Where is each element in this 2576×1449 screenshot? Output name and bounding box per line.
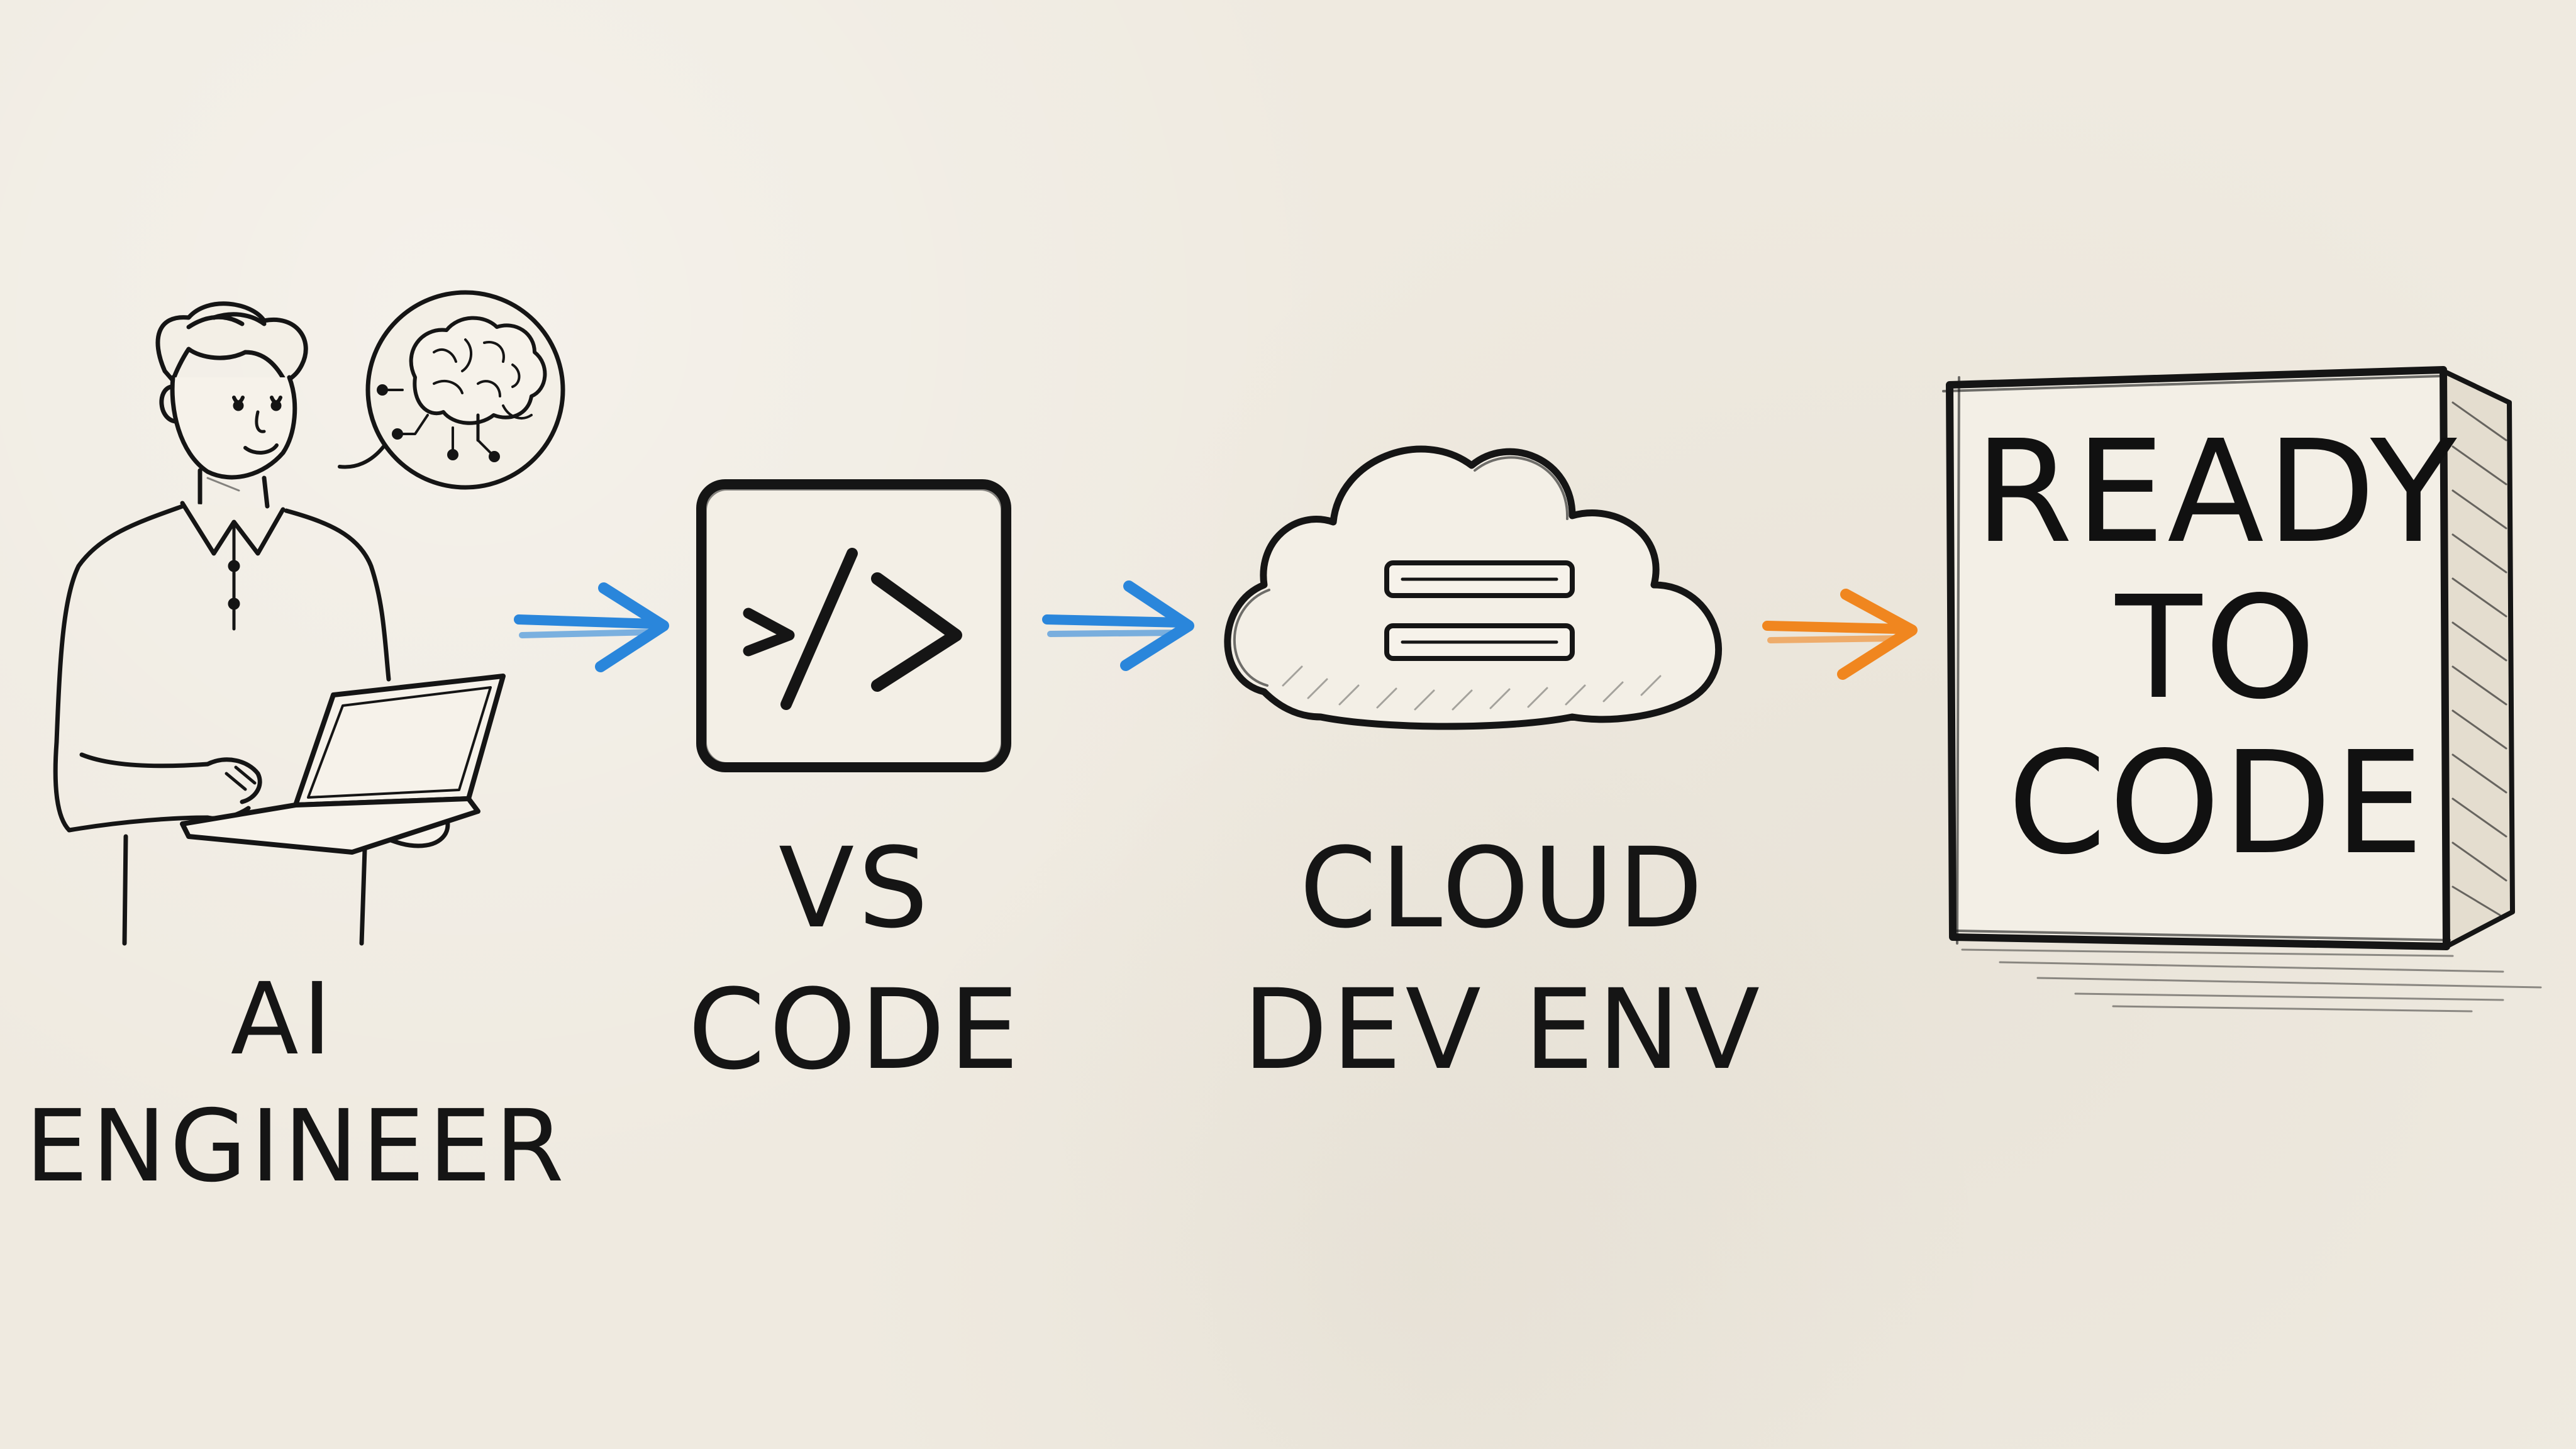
laptop-icon — [180, 674, 506, 855]
arrow-cloud-to-ready — [1762, 589, 1918, 680]
vs-code-label: VS CODE — [679, 818, 1031, 1101]
cloud-dev-env-label: CLOUD DEV ENV — [1233, 818, 1774, 1101]
code-brackets-icon — [696, 479, 1011, 772]
cloud-dev-env-label-line-2: DEV ENV — [1242, 965, 1764, 1095]
ready-box — [1942, 366, 2542, 1013]
cloud-dev-env-label-line-1: CLOUD — [1299, 824, 1707, 953]
arrow-vscode-to-cloud — [1042, 580, 1194, 671]
cloud-with-server-bars-icon — [1224, 445, 1723, 730]
ready-to-code-label-line-2: TO — [2115, 565, 2319, 731]
brain-icon — [409, 316, 547, 442]
ready-to-code-label: READY TO CODE — [1956, 410, 2478, 886]
ready-to-code-label-line-1: READY — [1974, 410, 2460, 575]
vs-code-label-line-2: CODE — [687, 965, 1023, 1095]
arrow-engineer-to-vscode — [514, 582, 669, 672]
ai-engineer-label: AI ENGINEER — [25, 956, 568, 1210]
ready-to-code-label-line-3: CODE — [2007, 721, 2426, 886]
vs-code-label-line-1: VS — [778, 824, 933, 953]
ai-engineer-label-line-1: AI — [230, 962, 336, 1077]
brain-thought-bubble — [338, 290, 565, 490]
ai-engineer-label-line-2: ENGINEER — [25, 1089, 568, 1205]
